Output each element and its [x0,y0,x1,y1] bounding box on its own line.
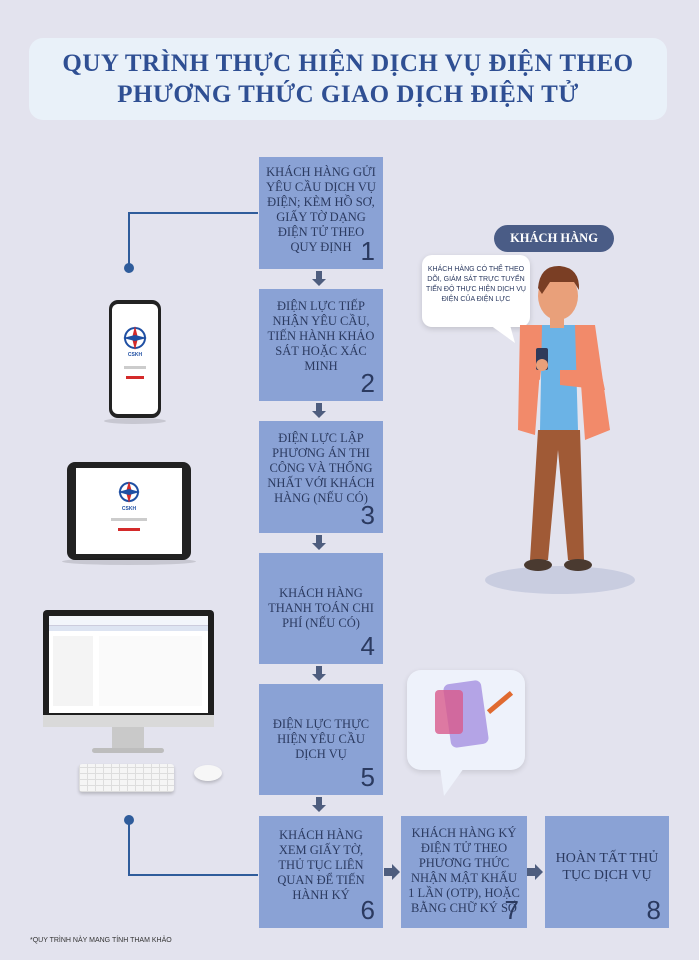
step-1-text: KHÁCH HÀNG GỬI YÊU CẦU DỊCH VỤ ĐIỆN; KÈM… [266,165,376,254]
step-8-number: 8 [646,895,661,925]
step-2: ĐIỆN LỰC TIẾP NHẬN YÊU CẦU, TIẾN HÀNH KH… [259,289,383,401]
title-line-2: PHƯƠNG THỨC GIAO DỊCH ĐIỆN TỬ [117,81,579,108]
tablet-app-label: CSKH [121,506,137,512]
title-line-1: QUY TRÌNH THỰC HIỆN DỊCH VỤ ĐIỆN THEO [62,50,634,77]
step-4-text: KHÁCH HÀNG THANH TOÁN CHI PHÍ (NẾU CÓ) [268,586,374,630]
step-3-text: ĐIỆN LỰC LẬP PHƯƠNG ÁN THI CÔNG VÀ THỐNG… [267,431,375,505]
step-1-number: 1 [360,236,375,266]
evn-logo-icon [123,326,147,350]
phone-shadow [104,418,166,424]
step-6-text: KHÁCH HÀNG XEM GIẤY TỜ, THỦ TỤC LIÊN QUA… [277,828,365,902]
tablet-input-bar [111,518,147,521]
step-8-text: HOÀN TẤT THỦ TỤC DỊCH VỤ [555,851,659,883]
footnote: *QUY TRÌNH NÀY MANG TÍNH THAM KHẢO [30,937,172,944]
monitor-screen [49,616,208,713]
step-8: HOÀN TẤT THỦ TỤC DỊCH VỤ 8 [545,816,669,928]
bubble-tail [490,325,515,343]
step-3-number: 3 [360,500,375,530]
monitor-device [43,610,214,727]
monitor-base [92,748,164,753]
signing-bubble-tail [440,768,464,796]
step-7-text: KHÁCH HÀNG KÝ ĐIỆN TỬ THEO PHƯƠNG THỨC N… [408,826,520,915]
phone-device: CSKH [109,300,161,418]
website-sidebar [53,636,93,706]
step-5-number: 5 [360,762,375,792]
website-nav [49,626,208,631]
signing-illustration-bubble [407,670,525,770]
step-1: KHÁCH HÀNG GỬI YÊU CẦU DỊCH VỤ ĐIỆN; KÈM… [259,157,383,269]
phone-app-label: CSKH [127,352,143,358]
tablet-screen: CSKH [76,468,182,554]
customer-man-illustration [485,265,635,594]
tablet-device: CSKH [67,462,191,560]
signing-card [435,690,463,734]
mouse [194,765,222,781]
title-box: QUY TRÌNH THỰC HIỆN DỊCH VỤ ĐIỆN THEO PH… [29,38,667,120]
phone-input-bar [124,366,146,369]
step-6: KHÁCH HÀNG XEM GIẤY TỜ, THỦ TỤC LIÊN QUA… [259,816,383,928]
phone-login-button [126,376,144,379]
step-5: ĐIỆN LỰC THỰC HIỆN YÊU CẦU DỊCH VỤ 5 [259,684,383,795]
step-2-text: ĐIỆN LỰC TIẾP NHẬN YÊU CẦU, TIẾN HÀNH KH… [267,299,375,373]
speech-bubble-text: KHÁCH HÀNG CÓ THỂ THEO DÕI, GIÁM SÁT TRỰ… [426,266,526,303]
step-5-text: ĐIỆN LỰC THỰC HIỆN YÊU CẦU DỊCH VỤ [272,717,370,761]
phone-screen: CSKH [112,304,158,414]
customer-badge: KHÁCH HÀNG [494,225,614,252]
step-6-number: 6 [360,895,375,925]
website-header [49,616,208,626]
step-3: ĐIỆN LỰC LẬP PHƯƠNG ÁN THI CÔNG VÀ THỐNG… [259,421,383,533]
monitor-stand [112,727,144,749]
website-content [99,636,202,706]
signing-pen [486,690,514,715]
monitor-chin [43,715,214,727]
keyboard [79,764,174,792]
step-7-number: 7 [504,895,519,925]
tablet-shadow [62,558,196,565]
step-2-number: 2 [360,368,375,398]
speech-bubble: KHÁCH HÀNG CÓ THỂ THEO DÕI, GIÁM SÁT TRỰ… [422,255,530,327]
step-7: KHÁCH HÀNG KÝ ĐIỆN TỬ THEO PHƯƠNG THỨC N… [401,816,527,928]
step-4: KHÁCH HÀNG THANH TOÁN CHI PHÍ (NẾU CÓ) 4 [259,553,383,664]
evn-logo-icon [118,481,140,503]
step-4-number: 4 [360,631,375,661]
tablet-login-button [118,528,140,531]
